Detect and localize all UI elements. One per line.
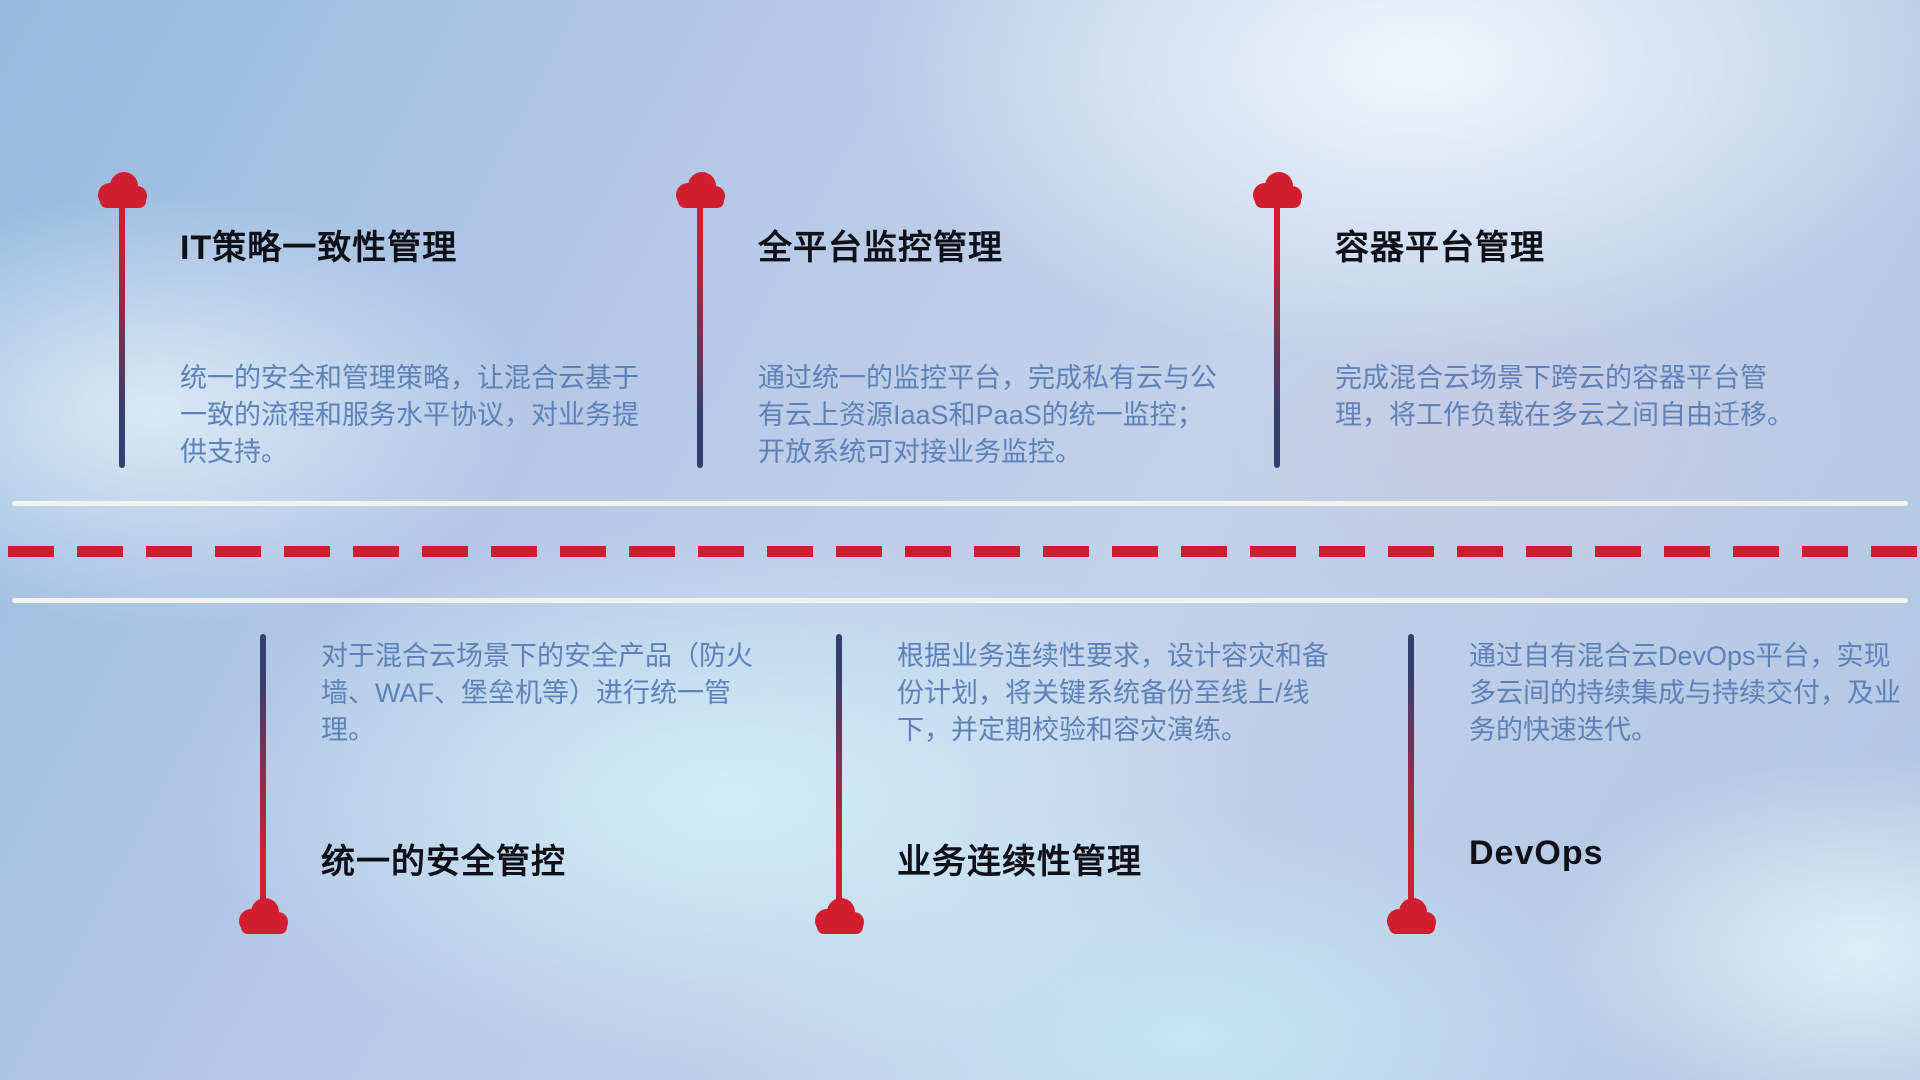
pole-line [1408,634,1414,904]
cloud-icon [1248,170,1306,210]
cloud-icon [234,896,292,936]
item-description: 通过统一的监控平台，完成私有云与公有云上资源IaaS和PaaS的统一监控；开放系… [758,363,1217,467]
item-title: 统一的安全管控 [321,843,566,881]
cloud-icon [1382,896,1440,936]
item-description: 通过自有混合云DevOps平台，实现多云间的持续集成与持续交付，及业务的快速迭代… [1469,641,1901,745]
item-title: 业务连续性管理 [897,843,1142,881]
item-description: 统一的安全和管理策略，让混合云基于一致的流程和服务水平协议，对业务提供支持。 [180,363,639,467]
pole-line [697,204,703,468]
road-line-top [12,501,1908,506]
road-line-bottom [12,598,1908,603]
item-title: IT策略一致性管理 [180,229,458,267]
item-description: 完成混合云场景下跨云的容器平台管理，将工作负载在多云之间自由迁移。 [1335,363,1794,430]
pole-line [260,634,266,904]
item-title: DevOps [1469,834,1604,872]
pole-line [836,634,842,904]
pole-line [1274,204,1280,468]
item-description: 对于混合云场景下的安全产品（防火墙、WAF、堡垒机等）进行统一管理。 [321,641,753,745]
road-dashed-centerline [8,546,1920,557]
pole-line [119,204,125,468]
item-description: 根据业务连续性要求，设计容灾和备份计划，将关键系统备份至线上/线下，并定期校验和… [897,641,1329,745]
cloud-icon [93,170,151,210]
item-title: 容器平台管理 [1335,229,1545,267]
cloud-icon [671,170,729,210]
cloud-icon [810,896,868,936]
item-title: 全平台监控管理 [758,229,1003,267]
